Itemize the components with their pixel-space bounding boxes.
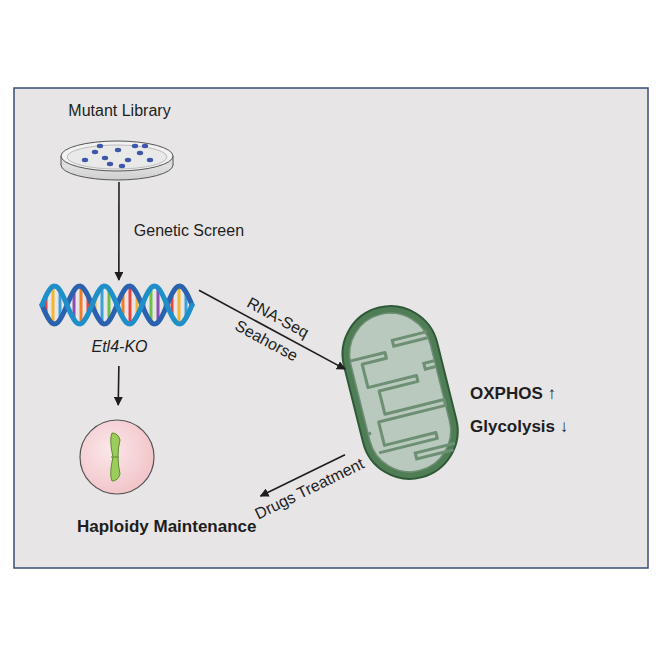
edge-label: Genetic Screen [134, 222, 244, 240]
petri-dish [61, 141, 173, 180]
result-label: Glycolysis ↓ [470, 417, 568, 437]
result-label: OXPHOS ↑ [470, 384, 556, 404]
outcome-label: Haploidy Maintenance [77, 517, 256, 537]
arrow [199, 290, 345, 369]
illustrated-node: Haploidy Maintenance [75, 405, 260, 543]
gene-label: Etl4-KO [40, 338, 199, 356]
arrow [117, 366, 119, 405]
panel [14, 88, 648, 568]
illustrated-node: OXPHOS ↑ Glycolysis ↓ [345, 300, 595, 482]
illustrated-node: Etl4-KO [40, 280, 199, 366]
haploid-cell [80, 420, 154, 494]
arrow [118, 182, 120, 280]
illustrated-node: Mutant Library [55, 98, 184, 182]
dna-helix [42, 286, 192, 324]
node-label: Mutant Library [55, 102, 184, 120]
